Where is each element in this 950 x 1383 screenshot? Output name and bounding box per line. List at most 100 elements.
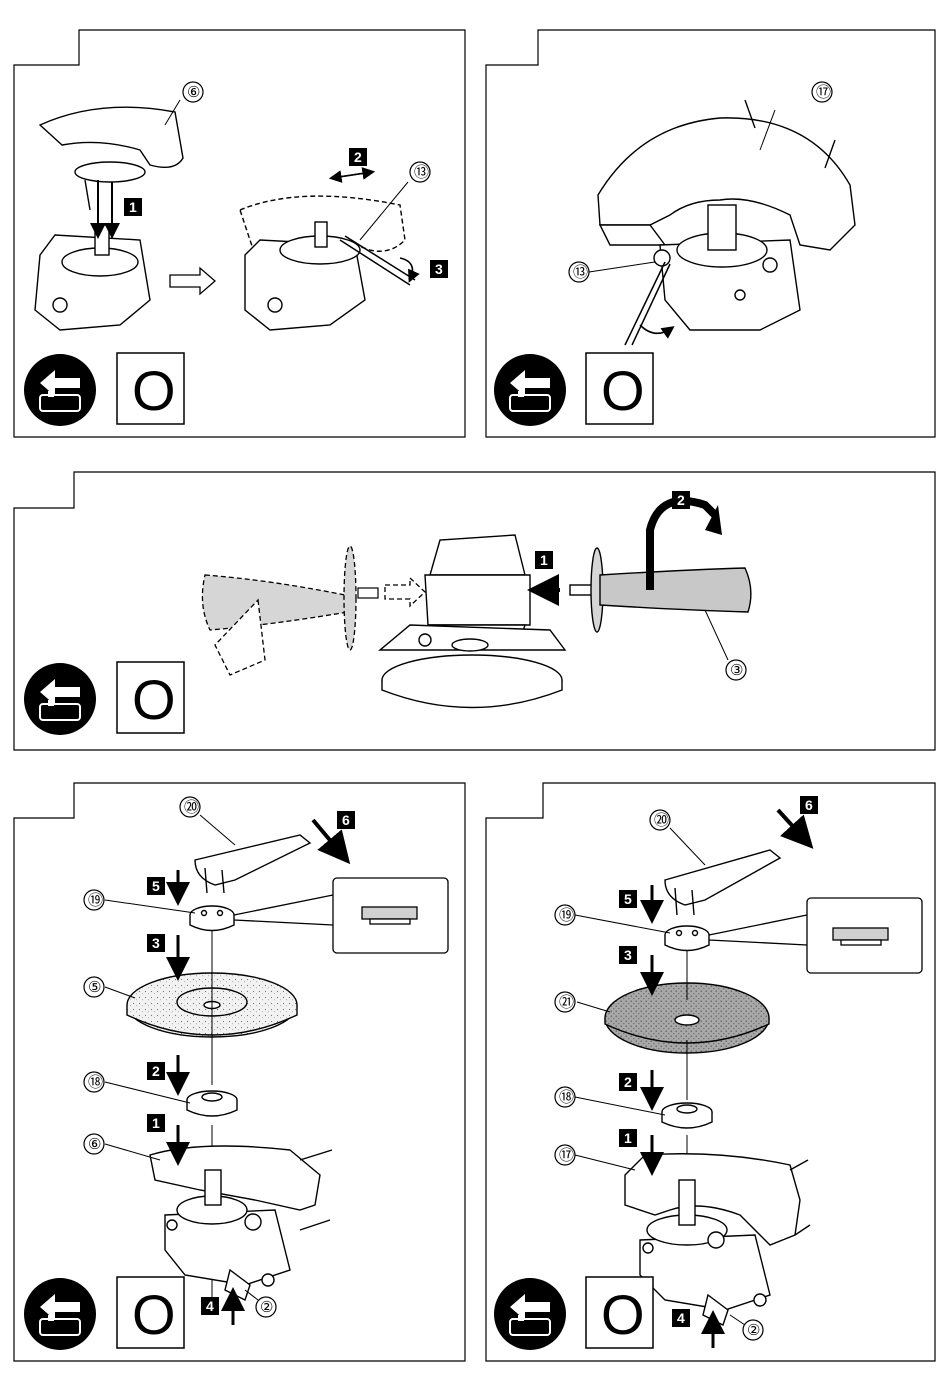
outer-flange-illustration [665,926,709,951]
outer-flange-illustration [190,906,234,931]
svg-text:O: O [132,359,176,422]
svg-text:O: O [601,1283,645,1346]
svg-text:4: 4 [206,1298,214,1314]
step-badge-1: 1 [147,1114,165,1132]
svg-text:6: 6 [342,812,350,828]
mode-letter-box: O [586,353,653,424]
callout-17: ⑰ [555,1145,575,1165]
mode-letter-box: O [117,353,184,424]
callout-3: ③ [726,660,746,680]
callout-18: ⑱ [84,1072,104,1092]
step-badge-2: 2 [147,1062,165,1080]
unplug-tool-icon [24,663,96,735]
svg-text:㉑: ㉑ [559,994,574,1011]
step-badge-4: 4 [201,1297,219,1315]
arrow-right-icon [170,268,215,294]
panel-1: ⑥ ⑬ 1 2 3 O [14,30,465,437]
step-badge-1: 1 [535,551,553,569]
callout-2: ② [743,1320,763,1340]
svg-text:⑤: ⑤ [88,979,101,996]
svg-text:⑬: ⑬ [573,264,588,281]
unplug-tool-icon [24,1278,96,1350]
svg-text:3: 3 [152,935,160,951]
wrench-illustration [195,835,310,893]
svg-text:⑱: ⑱ [559,1089,574,1106]
step-badge-5: 5 [619,890,637,908]
svg-text:O: O [132,1283,176,1346]
svg-text:⑲: ⑲ [559,907,574,924]
svg-text:5: 5 [624,891,632,907]
inner-flange-illustration [662,1103,712,1128]
svg-text:2: 2 [354,149,362,165]
step-badge-1: 1 [124,198,142,216]
svg-text:2: 2 [677,492,685,508]
svg-text:⑥: ⑥ [187,84,200,101]
wrench-illustration [665,850,780,915]
callout-6: ⑥ [84,1134,104,1154]
svg-text:1: 1 [152,1115,160,1131]
svg-text:⑬: ⑬ [414,164,429,181]
grinder-head-illustration [654,205,800,330]
step-badge-1: 1 [619,1129,637,1147]
unplug-tool-icon [494,1278,566,1350]
mode-letter-box: O [117,1277,184,1348]
panel-2: ⑰ ⑬ O [486,30,935,437]
step-badge-6: 6 [337,811,355,829]
panel-3: ③ 1 2 O [14,472,935,750]
step-badge-3: 3 [430,260,448,278]
side-handle-illustration [570,548,751,632]
svg-text:⑳: ⑳ [184,799,199,816]
callout-13: ⑬ [410,162,430,182]
step-badge-5: 5 [147,877,165,895]
svg-text:1: 1 [624,1130,632,1146]
callout-17: ⑰ [812,82,832,102]
unplug-tool-icon [494,354,566,426]
svg-text:②: ② [747,1322,760,1339]
callout-2: ② [256,1297,276,1317]
svg-text:O: O [132,668,176,731]
step-badge-3: 3 [619,946,637,964]
unplug-tool-icon [24,354,96,426]
callout-19: ⑲ [555,905,575,925]
svg-text:2: 2 [152,1063,160,1079]
svg-text:⑳: ⑳ [654,812,669,829]
mode-letter-box: O [586,1277,653,1348]
svg-text:⑰: ⑰ [559,1147,574,1164]
flange-orientation-inset [234,878,448,953]
svg-text:⑱: ⑱ [88,1074,103,1091]
svg-text:5: 5 [152,878,160,894]
svg-text:③: ③ [730,662,743,679]
callout-13: ⑬ [569,262,589,282]
svg-text:3: 3 [435,261,443,277]
step-badge-3: 3 [147,934,165,952]
svg-text:3: 3 [624,947,632,963]
callout-20: ⑳ [180,797,200,817]
svg-text:⑥: ⑥ [88,1136,101,1153]
callout-20: ⑳ [650,810,670,830]
svg-text:6: 6 [805,797,813,813]
callout-5: ⑤ [84,977,104,997]
svg-text:⑲: ⑲ [88,892,103,909]
inner-flange-illustration [187,1091,237,1116]
grinder-head-illustration [35,225,150,330]
svg-text:1: 1 [540,552,548,568]
callout-19: ⑲ [84,890,104,910]
svg-text:②: ② [260,1299,273,1316]
flange-orientation-inset [709,898,922,973]
panel-5: ⑳ ⑲ ㉑ ⑱ ⑰ ② 6 5 3 2 1 4 O [486,783,935,1361]
callout-18: ⑱ [555,1087,575,1107]
svg-text:O: O [601,359,645,422]
step-badge-2: 2 [349,148,367,166]
step-badge-4: 4 [672,1309,690,1327]
svg-text:2: 2 [624,1074,632,1090]
callout-21: ㉑ [555,992,575,1012]
mode-letter-box: O [117,662,184,733]
svg-text:⑰: ⑰ [816,84,831,101]
step-badge-2: 2 [672,491,690,509]
step-badge-6: 6 [800,796,818,814]
svg-text:1: 1 [129,199,137,215]
panel-4: ⑳ ⑲ ⑤ ⑱ ⑥ ② 6 5 3 2 1 4 O [14,783,465,1361]
callout-6: ⑥ [183,82,203,102]
step-badge-2: 2 [619,1073,637,1091]
svg-text:4: 4 [677,1310,685,1326]
